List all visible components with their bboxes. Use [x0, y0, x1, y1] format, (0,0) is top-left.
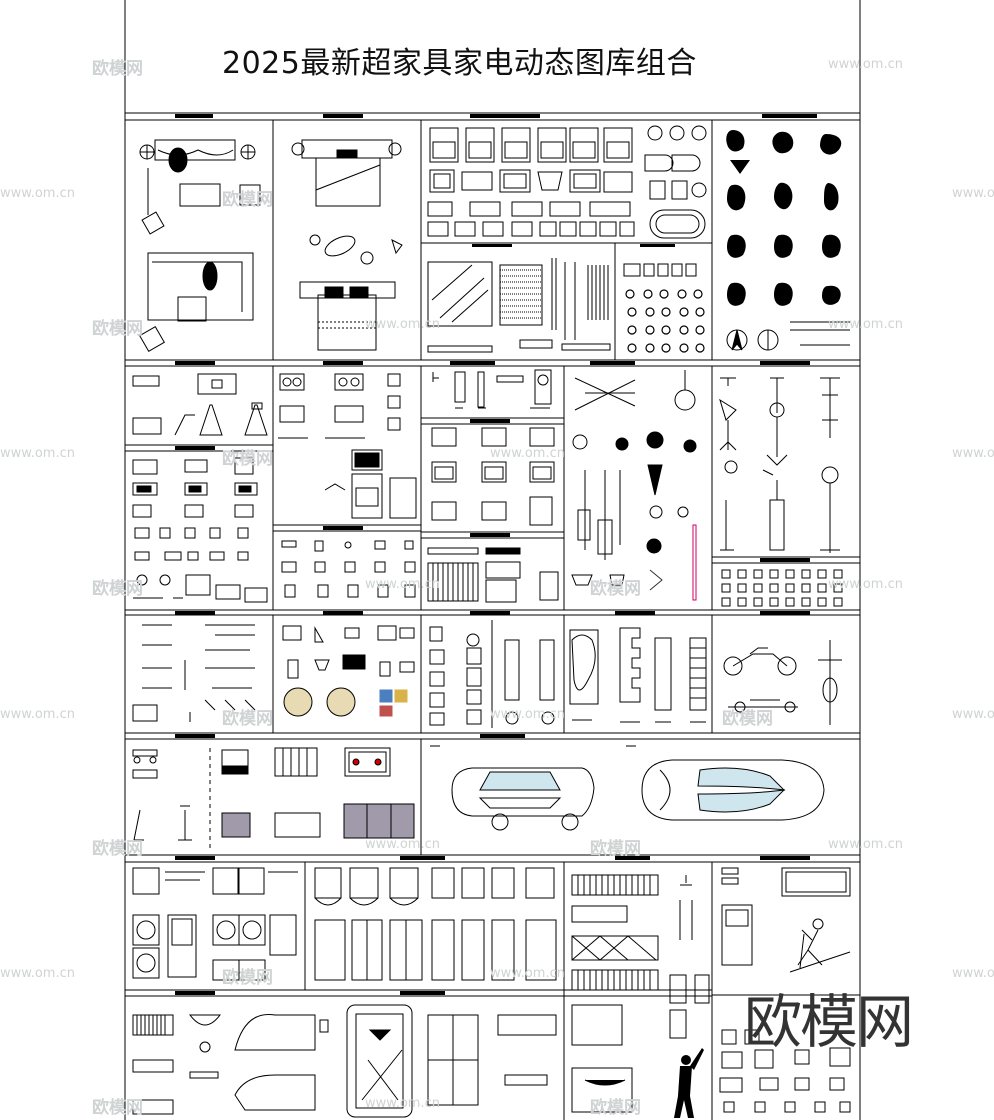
piano-icon [132, 1004, 557, 1118]
watermark-url: www.om.cn [828, 577, 903, 592]
watermark-logo: 欧模网 [92, 319, 143, 339]
bed-icon [291, 139, 403, 351]
screen-icon [569, 627, 707, 723]
floor-lamp-icon [719, 377, 840, 553]
computer-icon [282, 625, 415, 717]
oven-icon [431, 427, 555, 526]
compass-icon [726, 321, 850, 351]
lamp-icon [571, 370, 697, 601]
car-icon [430, 745, 825, 831]
wall-fixture-icon [132, 624, 256, 722]
watermark-url: www.om.cn [0, 186, 75, 201]
fridge-icon [314, 867, 557, 981]
watermark-logo: 欧模网 [92, 59, 143, 79]
silhouette-person-icon [674, 1048, 704, 1118]
microwave-icon [132, 457, 258, 518]
sofa-icon [139, 139, 261, 352]
watermark-url: www.om.cn [365, 577, 440, 592]
person-icon [726, 130, 842, 306]
dispenser-icon [429, 620, 555, 728]
watermark-url: www.om.cn [0, 446, 75, 461]
watermark-url: www.om.cn [490, 966, 565, 981]
sheet-title: 2025最新超家具家电动态图库组合 [222, 46, 697, 81]
sheet-border [124, 0, 861, 1120]
watermark-logo: 欧模网 [222, 449, 273, 469]
plant-icon [623, 263, 705, 353]
watermark-logo: 欧模网 [222, 190, 273, 210]
watermark-url: www.om.cn [828, 837, 903, 852]
watermark-url: www.om.cn [0, 966, 75, 981]
watermark-url: www.om.cn [952, 966, 994, 981]
watermark-url: www.om.cn [365, 837, 440, 852]
gym-small-icon [719, 1029, 851, 1113]
watermark-url: www.om.cn [828, 317, 903, 332]
kitchen-small-icon [281, 540, 416, 598]
watermark-logo: 欧模网 [590, 579, 641, 599]
panel-grid [125, 119, 860, 1120]
hood-icon [132, 373, 268, 436]
watermark-logo: 欧模网 [590, 1098, 641, 1118]
motorcycle-icon [723, 640, 842, 725]
game-table-icon [132, 747, 415, 850]
watermark-url: www.om.cn [490, 707, 565, 722]
watermark-url: www.om.cn [365, 317, 440, 332]
appliance-icon [133, 527, 268, 603]
treadmill-icon [721, 867, 851, 973]
wardrobe-icon [571, 874, 710, 1113]
watermark-url: www.om.cn [952, 186, 994, 201]
watermark-url: www.om.cn [0, 707, 75, 722]
radiator-icon [427, 547, 559, 603]
watermark-logo: 欧模网 [590, 839, 641, 859]
watermark-url: www.om.cn [952, 707, 994, 722]
corner-watermark-logo: 欧模网 [743, 988, 914, 1056]
sink-icon [427, 125, 707, 239]
wall-light-icon [721, 569, 843, 607]
watermark-logo: 欧模网 [222, 968, 273, 988]
watermark-url: www.om.cn [828, 57, 903, 72]
watermark-logo: 欧模网 [222, 709, 273, 729]
watermark-logo: 欧模网 [92, 839, 143, 859]
watermark-logo: 欧模网 [92, 1098, 143, 1118]
watermark-logo: 欧模网 [722, 709, 773, 729]
stove-icon [278, 373, 417, 519]
faucet-icon [432, 369, 552, 409]
curtain-icon [427, 258, 611, 353]
panel-title-bars [175, 114, 817, 995]
watermark-url: www.om.cn [490, 446, 565, 461]
watermark-url: www.om.cn [952, 446, 994, 461]
watermark-logo: 欧模网 [92, 579, 143, 599]
watermark-url: www.om.cn [365, 1096, 440, 1111]
washer-icon [132, 867, 298, 981]
